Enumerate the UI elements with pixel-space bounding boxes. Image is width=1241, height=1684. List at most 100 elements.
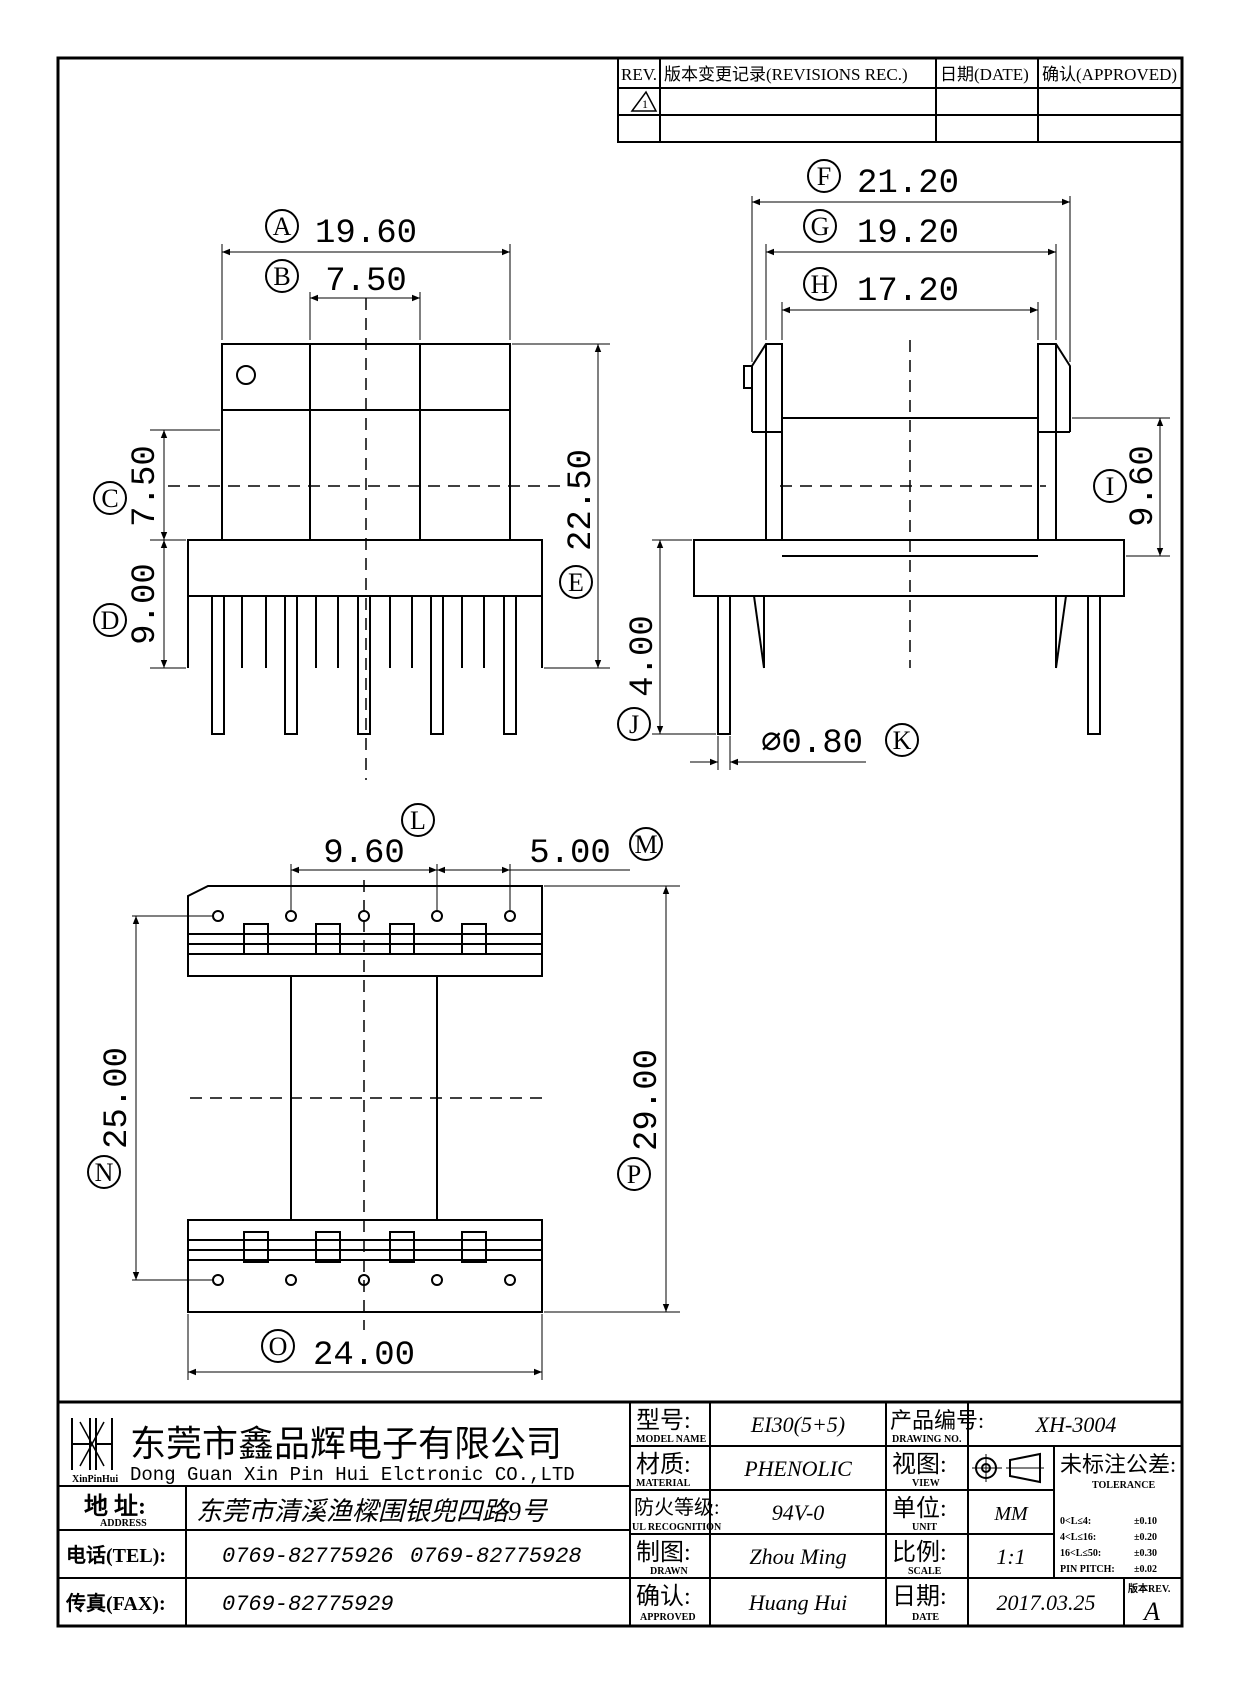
tel-label: 电话(TEL): [66, 1544, 166, 1567]
dim-value-i: 9.60 [1125, 445, 1163, 527]
view-label: 视图: [892, 1451, 947, 1478]
fire-label-en: UL RECOGNITION [632, 1522, 722, 1533]
title-block [56, 1400, 1184, 1628]
tolerance-range: PIN PITCH: [1060, 1564, 1115, 1575]
drawing-no-label: 产品编号: [890, 1408, 984, 1433]
dim-value-d: 9.00 [127, 563, 165, 645]
dim-letter-o: O [269, 1332, 288, 1361]
callout-circle-n [87, 1155, 121, 1189]
drawn-label: 制图: [636, 1539, 691, 1566]
callout-circle-g [803, 209, 837, 243]
dim-value-j: 4.00 [625, 615, 663, 697]
callout-circle-e [559, 565, 593, 599]
tolerance-value: ±0.30 [1134, 1548, 1157, 1559]
rev-mark: 1 [642, 97, 648, 111]
dim-value-f: 21.20 [857, 165, 959, 203]
scale-value: 1:1 [996, 1544, 1025, 1569]
date-value: 2017.03.25 [997, 1590, 1096, 1615]
fax-label: 传真(FAX): [65, 1591, 166, 1615]
tolerance-title-en: TOLERANCE [1092, 1480, 1155, 1491]
fire-label: 防火等级: [634, 1496, 720, 1519]
dim-letter-f: F [817, 162, 831, 191]
dim-letter-g: G [811, 212, 830, 241]
company-name-en: Dong Guan Xin Pin Hui Elctronic CO.,LTD [130, 1464, 575, 1486]
tolerance-range: 0<L≤4: [1060, 1516, 1091, 1527]
drawn-value: Zhou Ming [749, 1544, 846, 1569]
dim-letter-l: L [410, 806, 426, 835]
address-label-en: ADDRESS [100, 1518, 147, 1529]
model-value: EI30(5+5) [750, 1412, 845, 1437]
bottom-view [132, 864, 680, 1380]
dim-letter-h: H [811, 270, 830, 299]
scale-label-en: SCALE [908, 1566, 942, 1577]
fax-value: 0769-82775929 [222, 1592, 394, 1617]
dim-letter-c: C [101, 484, 118, 513]
scale-label: 比例: [892, 1539, 947, 1566]
dim-value-o: 24.00 [313, 1337, 415, 1375]
dim-value-h: 17.20 [857, 273, 959, 311]
outer-frame [56, 56, 1184, 1628]
drawing-no-value: XH-3004 [1035, 1412, 1117, 1437]
revision-table [617, 57, 1183, 143]
rev-value: A [1142, 1597, 1160, 1626]
dim-value-g: 19.20 [857, 215, 959, 253]
side-view [652, 196, 1170, 770]
dim-value-p: 29.00 [629, 1049, 667, 1151]
company-logo [71, 1418, 113, 1470]
model-label-en: MODEL NAME [636, 1434, 707, 1445]
rev-header: REV. [621, 65, 657, 84]
tolerance-range: 16<L≤50: [1060, 1548, 1101, 1559]
material-value: PHENOLIC [743, 1456, 852, 1481]
tel-2: 0769-82775928 [410, 1544, 582, 1569]
dim-letter-m: M [634, 830, 657, 859]
date-label-en: DATE [912, 1612, 939, 1623]
dim-letter-d: D [101, 606, 120, 635]
dim-value-c: 7.50 [127, 445, 165, 527]
dim-value-a: 19.60 [315, 215, 417, 253]
unit-value: MM [993, 1503, 1029, 1525]
address-value: 东莞市清溪渔樑围银兜四路9号 [196, 1497, 549, 1526]
logo-text: XinPinHui [72, 1474, 118, 1485]
unit-label: 单位: [892, 1495, 947, 1522]
callout-circle-f [807, 159, 841, 193]
tolerance-title: 未标注公差: [1060, 1452, 1176, 1477]
tolerance-value: ±0.10 [1134, 1516, 1157, 1527]
callout-circle-l [401, 803, 435, 837]
material-label-en: MATERIAL [636, 1478, 691, 1489]
dim-letter-e: E [568, 568, 584, 597]
dim-value-n: 25.00 [99, 1047, 137, 1149]
dim-value-b: 7.50 [325, 263, 407, 301]
dim-letter-j: J [629, 710, 639, 739]
fire-value: 94V-0 [772, 1500, 825, 1525]
material-label: 材质: [636, 1451, 691, 1478]
tolerance-value: ±0.02 [1134, 1564, 1157, 1575]
approved-value: Huang Hui [748, 1590, 847, 1615]
company-name-cn: 东莞市鑫品辉电子有限公司 [130, 1424, 562, 1464]
drawn-label-en: DRAWN [650, 1566, 689, 1577]
dim-letter-b: B [273, 262, 290, 291]
tel-1: 0769-82775926 [222, 1544, 394, 1569]
callout-circle-m [629, 827, 663, 861]
dim-letter-k: K [893, 726, 912, 755]
tolerance-value: ±0.20 [1134, 1532, 1157, 1543]
dim-value-k: ⌀0.80 [761, 725, 863, 763]
date-label: 日期: [892, 1584, 947, 1610]
front-view [150, 244, 610, 780]
callout-circle-p [617, 1157, 651, 1191]
dim-letter-n: N [95, 1158, 114, 1187]
view-label-en: VIEW [912, 1478, 940, 1489]
callout-circle-b [265, 259, 299, 293]
model-label: 型号: [636, 1407, 691, 1434]
callout-circle-h [803, 267, 837, 301]
approved-label: 确认: [636, 1583, 691, 1610]
callout-circle-o [261, 1329, 295, 1363]
callout-circle-k [885, 723, 919, 757]
callout-circle-c [93, 481, 127, 515]
unit-label-en: UNIT [912, 1522, 937, 1533]
rev-label: 版本REV. [1128, 1582, 1171, 1595]
tolerance-range: 4<L≤16: [1060, 1532, 1096, 1543]
dim-letter-a: A [273, 212, 292, 241]
revisions-header: 版本变更记录(REVISIONS REC.) [664, 65, 908, 84]
date-header: 日期(DATE) [940, 65, 1029, 84]
